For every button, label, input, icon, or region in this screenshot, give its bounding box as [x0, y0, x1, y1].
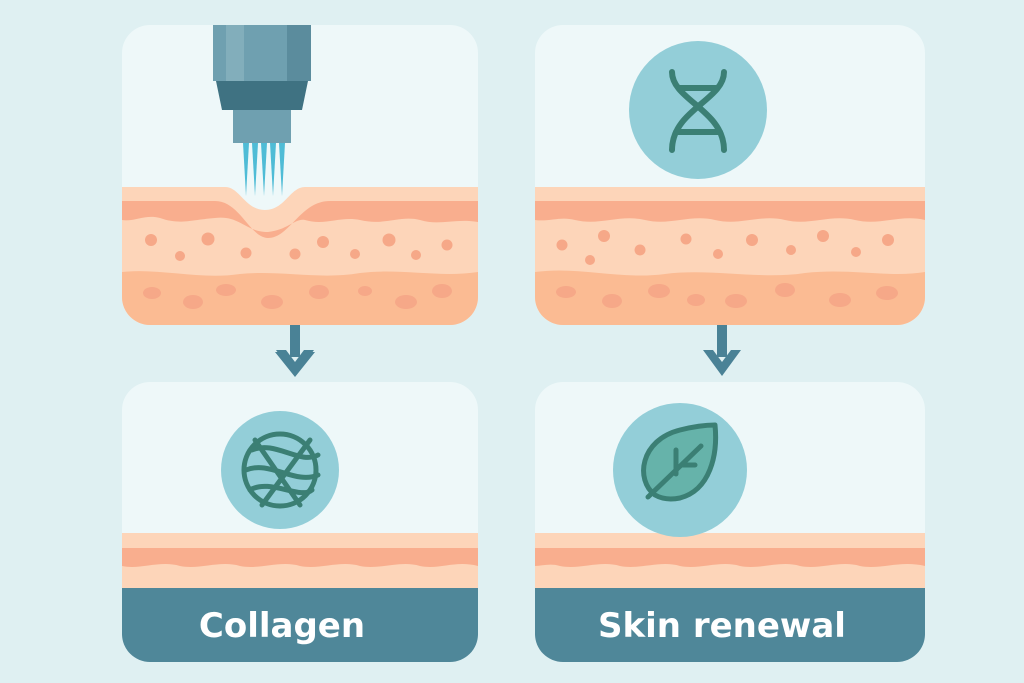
- skin-cross-section: [535, 187, 925, 325]
- skin-renewal-label: Skin renewal: [598, 606, 846, 646]
- dna-panel: [535, 25, 925, 325]
- treatment-panel: [122, 25, 478, 325]
- collagen-label: Collagen: [199, 606, 365, 646]
- dna-icon: [629, 41, 767, 179]
- skin-cells: [143, 232, 453, 309]
- skin-renewal-panel: Skin renewal: [535, 382, 925, 662]
- skin-cross-section: [122, 187, 478, 325]
- collagen-panel: Collagen: [122, 382, 478, 662]
- leaf-icon: [613, 403, 747, 537]
- microneedle-device-icon: [213, 25, 311, 196]
- arrow-down-icon: [275, 325, 315, 377]
- skin-cells: [556, 230, 898, 308]
- collagen-fibers-icon: [221, 411, 339, 529]
- arrow-down-icon: [703, 325, 741, 376]
